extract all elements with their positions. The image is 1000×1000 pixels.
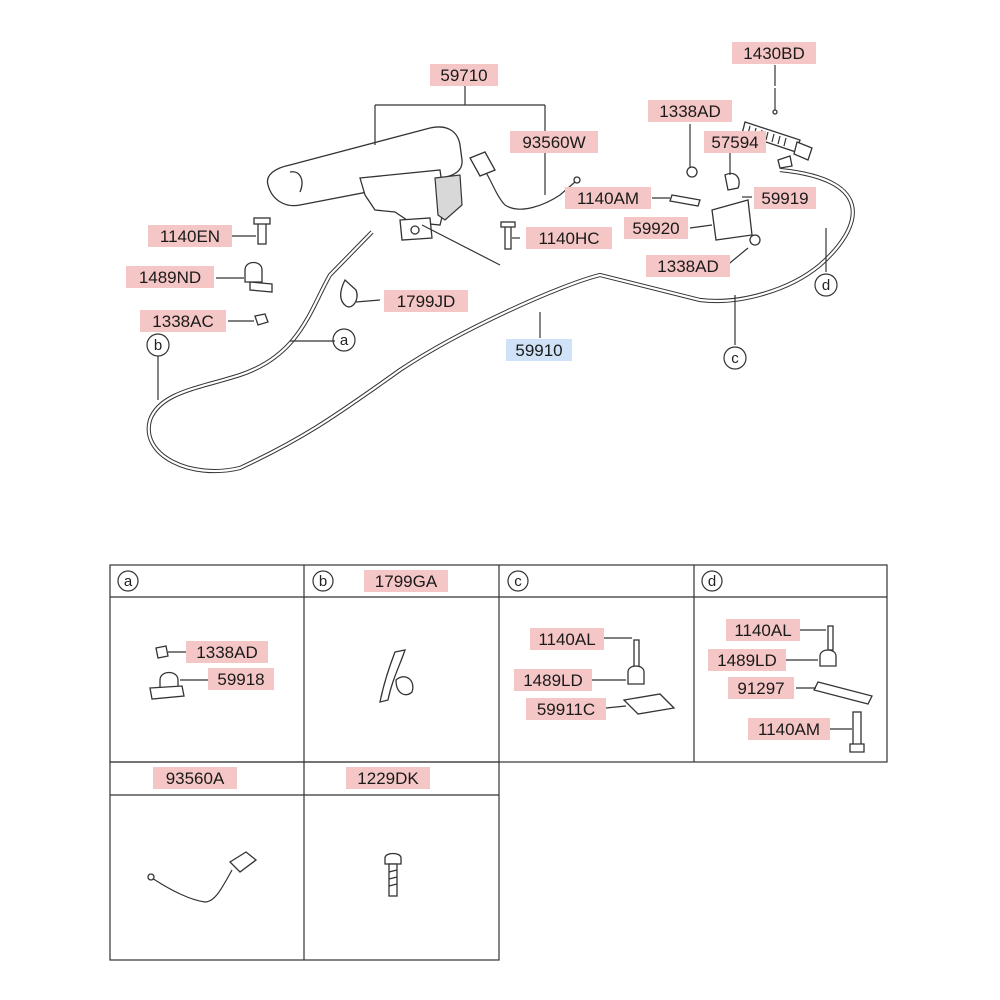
svg-text:c: c <box>514 573 522 590</box>
svg-text:1799JD: 1799JD <box>397 292 456 311</box>
svg-text:91297: 91297 <box>737 679 784 698</box>
svg-text:d: d <box>708 573 716 590</box>
parking-brake-lever <box>266 126 463 241</box>
detail-d-label-1489ld[interactable]: 1489LD <box>708 649 786 671</box>
callout-c: c <box>723 346 747 370</box>
label-1140am[interactable]: 1140AM <box>565 187 651 209</box>
svg-text:1338AD: 1338AD <box>659 102 720 121</box>
detail-table-grid <box>109 564 888 961</box>
detail-b-header-1799ga[interactable]: 1799GA <box>364 570 448 592</box>
svg-text:1338AD: 1338AD <box>196 643 257 662</box>
detail-header-1229dk[interactable]: 1229DK <box>346 767 430 789</box>
detail-header-93560a[interactable]: 93560A <box>153 767 237 789</box>
svg-text:1338AD: 1338AD <box>657 257 718 276</box>
detail-c-label-1489ld[interactable]: 1489LD <box>514 669 592 691</box>
detail-cell-c: c 1140AL 1489LD 59911C <box>507 570 676 720</box>
label-59920[interactable]: 59920 <box>624 217 688 239</box>
label-1338ad-top[interactable]: 1338AD <box>648 100 732 122</box>
callout-d: d <box>814 273 838 297</box>
svg-text:a: a <box>124 573 133 590</box>
svg-text:59919: 59919 <box>761 189 808 208</box>
screw-1140hc <box>500 221 516 250</box>
callout-b: b <box>146 333 170 357</box>
svg-text:1229DK: 1229DK <box>357 769 419 788</box>
callout-a: a <box>332 328 356 352</box>
label-1430bd[interactable]: 1430BD <box>732 42 816 64</box>
detail-cell-b: b 1799GA <box>312 570 448 703</box>
left-clamp-parts <box>244 217 358 326</box>
callout-b-text: b <box>154 337 162 354</box>
detail-tag-b: b <box>312 570 334 592</box>
svg-text:1140AL: 1140AL <box>734 621 791 640</box>
label-1799jd[interactable]: 1799JD <box>384 290 468 312</box>
svg-text:1140AM: 1140AM <box>577 189 639 208</box>
svg-text:57594: 57594 <box>711 133 758 152</box>
svg-text:93560W: 93560W <box>522 133 585 152</box>
label-59910[interactable]: 59910 <box>506 339 572 361</box>
detail-c-label-1140al[interactable]: 1140AL <box>530 628 604 650</box>
svg-text:59911C: 59911C <box>537 700 595 719</box>
label-59919[interactable]: 59919 <box>754 187 816 209</box>
svg-text:1799GA: 1799GA <box>375 572 438 591</box>
detail-cell-a: a 1338AD 59918 <box>117 570 274 700</box>
detail-tag-d: d <box>701 570 723 592</box>
detail-d-label-91297[interactable]: 91297 <box>728 677 794 699</box>
detail-d-label-1140am[interactable]: 1140AM <box>748 718 830 740</box>
detail-a-label-59918[interactable]: 59918 <box>208 668 274 690</box>
svg-text:1489LD: 1489LD <box>523 671 583 690</box>
callout-a-text: a <box>340 332 349 349</box>
callout-d-text: d <box>822 277 830 294</box>
detail-c-label-59911c[interactable]: 59911C <box>526 698 606 720</box>
label-1338ac[interactable]: 1338AC <box>140 310 226 332</box>
label-1489nd[interactable]: 1489ND <box>126 266 214 288</box>
detail-a-label-1338ad[interactable]: 1338AD <box>186 641 268 663</box>
svg-text:1489ND: 1489ND <box>139 268 201 287</box>
callout-c-text: c <box>731 350 739 367</box>
detail-d-label-1140al[interactable]: 1140AL <box>726 619 800 641</box>
svg-text:59710: 59710 <box>440 66 487 85</box>
svg-text:1140AL: 1140AL <box>538 630 595 649</box>
detail-cell-93560a: 93560A <box>147 767 258 903</box>
svg-text:93560A: 93560A <box>166 769 225 788</box>
detail-cell-1229dk: 1229DK <box>346 767 430 897</box>
detail-cell-d: d 1140AL 1489LD 91297 1140AM <box>701 570 873 753</box>
label-1140en[interactable]: 1140EN <box>148 225 232 247</box>
label-57594[interactable]: 57594 <box>704 131 766 153</box>
svg-text:b: b <box>319 573 327 590</box>
svg-text:1338AC: 1338AC <box>152 312 213 331</box>
svg-text:1140HC: 1140HC <box>538 229 599 248</box>
svg-text:1140AM: 1140AM <box>758 720 820 739</box>
svg-text:59920: 59920 <box>632 219 679 238</box>
label-1140hc[interactable]: 1140HC <box>526 227 612 249</box>
label-1338ad-mid[interactable]: 1338AD <box>646 255 730 277</box>
label-59710[interactable]: 59710 <box>430 64 498 86</box>
svg-text:59918: 59918 <box>217 670 264 689</box>
svg-text:59910: 59910 <box>515 341 562 360</box>
label-93560w[interactable]: 93560W <box>510 131 598 153</box>
svg-text:1430BD: 1430BD <box>743 44 804 63</box>
detail-tag-c: c <box>507 570 529 592</box>
detail-tag-a: a <box>117 570 139 592</box>
svg-text:1140EN: 1140EN <box>160 227 220 246</box>
parking-brake-cable <box>146 167 855 474</box>
brake-switch-wire <box>469 151 581 210</box>
svg-text:1489LD: 1489LD <box>717 651 777 670</box>
